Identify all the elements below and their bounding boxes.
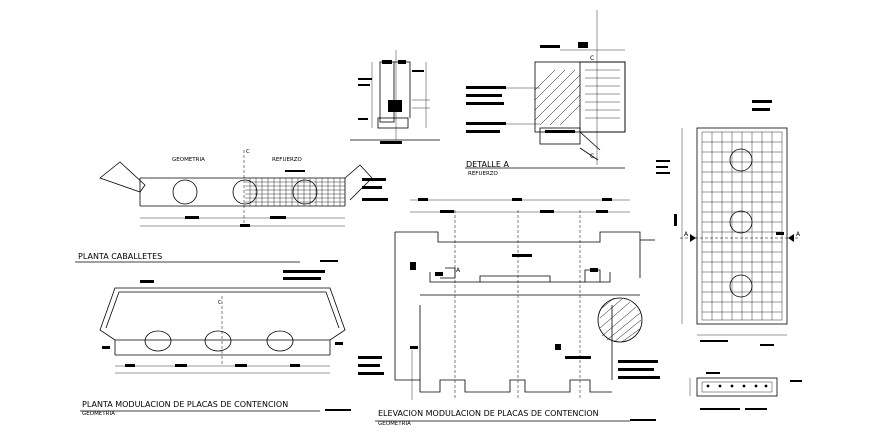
planta-caballetes-plan (99, 150, 388, 227)
refuerzo-label: REFUERZO (272, 157, 302, 163)
planta-modulacion-title: PLANTA MODULACION DE PLACAS DE CONTENCIO… (82, 400, 289, 409)
geometria-label: GEOMETRIA (172, 157, 205, 163)
detalle-a-title: DETALLE A (466, 160, 509, 169)
section-c-label: C (246, 149, 250, 155)
detalle-a-subtitle: REFUERZO (468, 171, 498, 177)
planta-caballetes-title: PLANTA CABALLETES (78, 252, 163, 261)
section-c-mark-top: C (590, 55, 594, 62)
small-beam-section (689, 372, 802, 410)
planta-modulacion-subtitle: GEOMETRIA (82, 411, 115, 417)
planta-modulacion-plan (99, 270, 346, 374)
section-a-mark-elev: A (456, 267, 461, 274)
section-a-mark-left: A (684, 231, 689, 238)
reinforcement-grid-plan (656, 100, 800, 346)
elevacion-modulacion-elevation (358, 198, 660, 422)
elevacion-modulacion-title: ELEVACION MODULACION DE PLACAS DE CONTEN… (378, 409, 599, 418)
wall-section-detail (350, 50, 440, 144)
elevacion-modulacion-subtitle: GEOMETRIA (378, 421, 411, 427)
section-a-mark-right: A (796, 231, 801, 238)
section-c-mark-plan: C (218, 300, 222, 306)
section-c-mark-bottom: C (590, 153, 594, 160)
detail-a-section (465, 10, 626, 169)
